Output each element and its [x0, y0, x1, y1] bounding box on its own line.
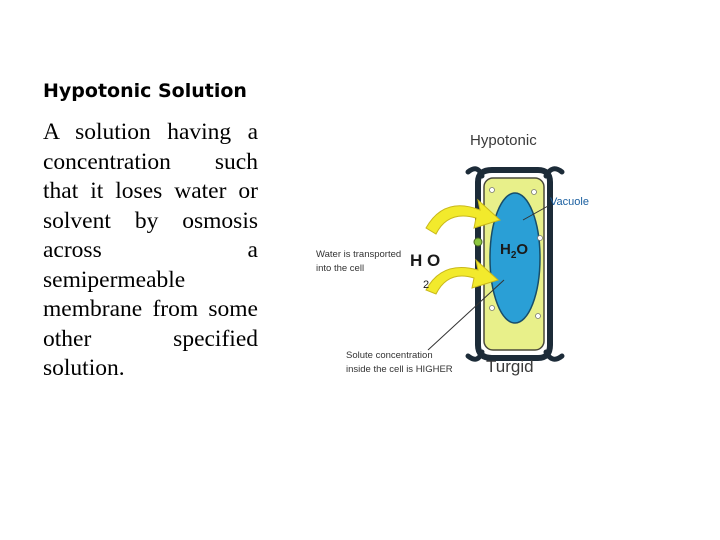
organelle: [490, 306, 495, 311]
organelle: [532, 190, 537, 195]
slide-heading: Hypotonic Solution: [43, 80, 247, 102]
turgid-label: Turgid: [486, 357, 534, 376]
organelle: [538, 236, 543, 241]
definition-text: A solution having a concentration such t…: [43, 118, 258, 384]
organelle: [536, 314, 541, 319]
solute-label-line2: inside the cell is HIGHER: [346, 364, 453, 375]
cell-wall-bottom-left-curl: [468, 352, 482, 359]
outside-water-formula: H O: [410, 251, 440, 270]
water-label-line1: Water is transported: [316, 249, 401, 260]
cell-wall-bottom-right-curl: [546, 352, 562, 359]
organelle: [490, 188, 495, 193]
outside-water-formula-subscript: 2: [423, 279, 429, 291]
cell-wall-top-left-curl: [468, 169, 482, 176]
cell-wall-top-right-curl: [546, 169, 562, 176]
diagram-title: Hypotonic: [470, 132, 537, 149]
solute-label-line1: Solute concentration: [346, 350, 433, 361]
vacuole-label: Vacuole: [550, 196, 589, 208]
organelle: [474, 238, 482, 246]
hypotonic-cell-diagram: Hypotonic H2O H O 2 Water is transported…: [310, 120, 610, 390]
water-label-line2: into the cell: [316, 263, 364, 274]
